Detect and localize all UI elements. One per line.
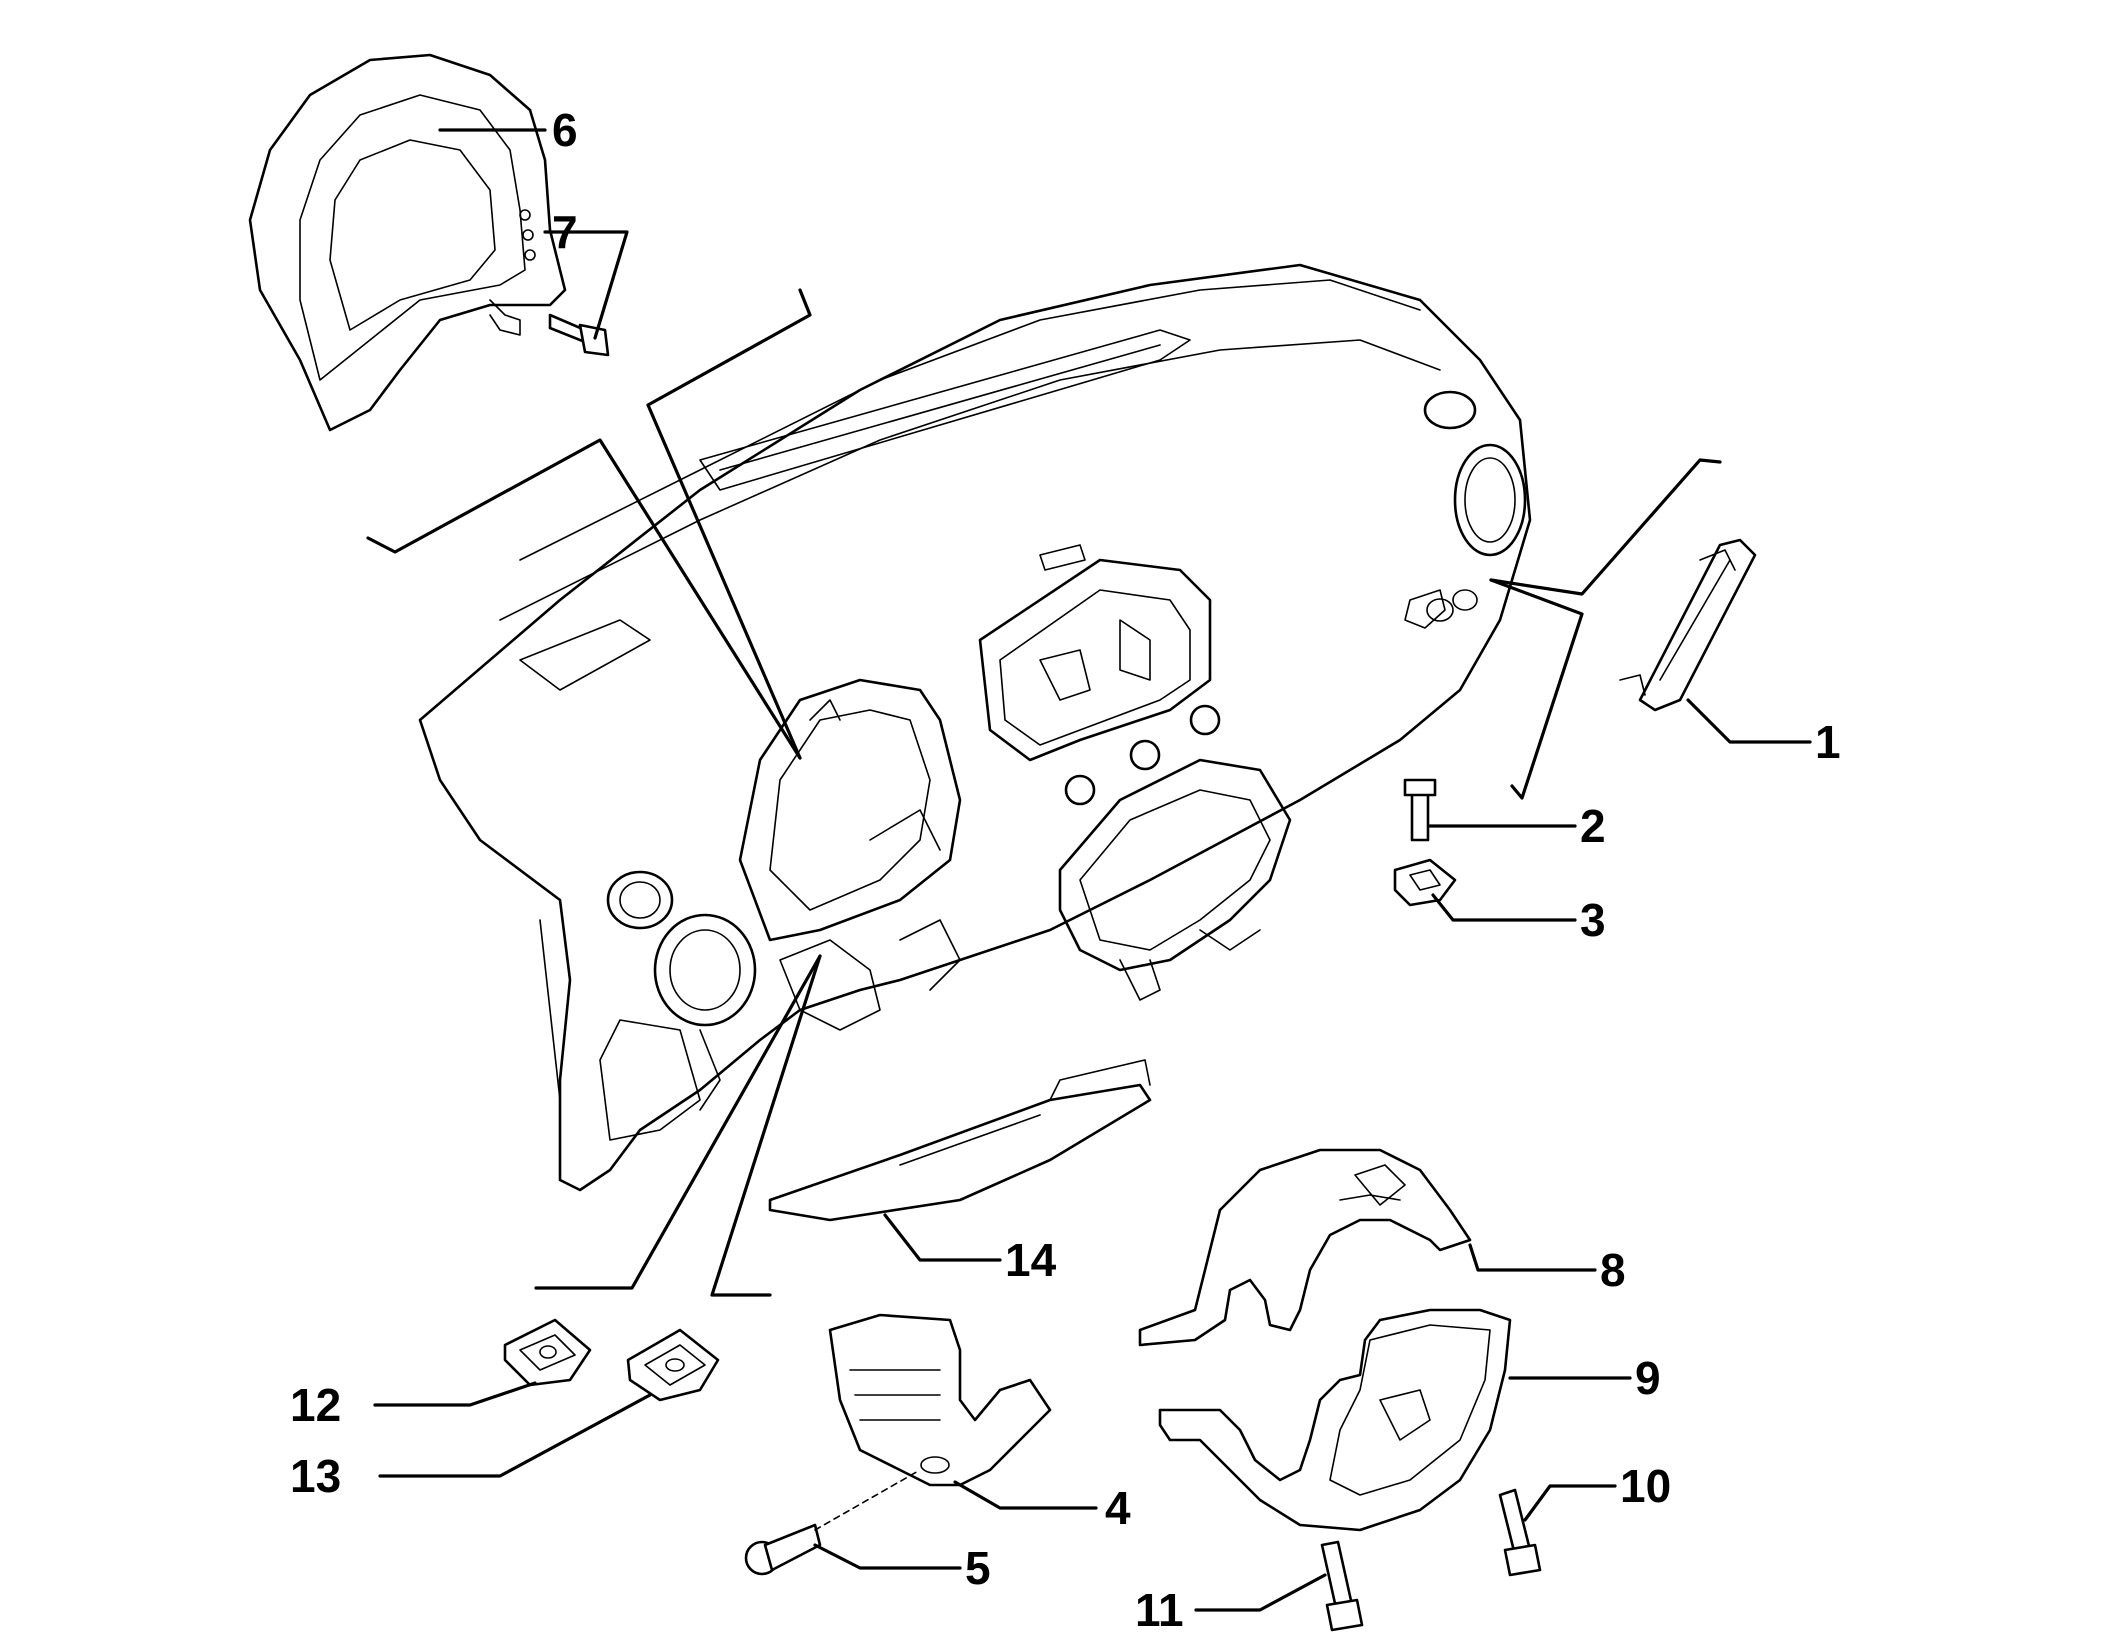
part-7-bolt [548, 313, 610, 357]
callout-5: 5 [965, 1542, 991, 1594]
part-3-clip [1393, 858, 1457, 907]
dashboard-assembly [418, 263, 1532, 1192]
callout-labels: 1 2 3 4 5 6 7 8 9 10 11 12 13 14 [290, 104, 1841, 1636]
callout-3: 3 [1580, 894, 1606, 946]
part-5-bolt [744, 1469, 921, 1576]
part-1-trim-strip [1619, 538, 1757, 712]
callout-9: 9 [1635, 1352, 1661, 1404]
part-14-lower-trim-panel [768, 1059, 1152, 1222]
explosion-lines [366, 288, 1722, 1297]
part-2-bolt [1403, 778, 1437, 842]
callout-11: 11 [1135, 1584, 1184, 1636]
part-13-clip-nut [626, 1328, 720, 1402]
part-11-screw [1320, 1540, 1364, 1632]
callout-4: 4 [1105, 1482, 1131, 1534]
dashboard-logo [1404, 589, 1478, 629]
part-10-screw [1498, 1488, 1542, 1577]
callout-6: 6 [552, 104, 578, 156]
callout-2: 2 [1580, 800, 1606, 852]
part-12-clip-nut [503, 1318, 592, 1387]
callout-10: 10 [1620, 1460, 1671, 1512]
callout-1: 1 [1815, 716, 1841, 768]
callout-14: 14 [1005, 1234, 1057, 1286]
part-4-steering-cover [828, 1313, 1052, 1487]
callout-8: 8 [1600, 1244, 1626, 1296]
callout-leaders [373, 128, 1812, 1612]
callout-12: 12 [290, 1379, 341, 1431]
part-6-instrument-cluster-bezel [248, 53, 567, 432]
callout-13: 13 [290, 1450, 341, 1502]
callout-7: 7 [552, 206, 578, 258]
part-9-lower-steering-shroud [1158, 1308, 1512, 1532]
part-8-upper-steering-shroud [1138, 1148, 1472, 1347]
